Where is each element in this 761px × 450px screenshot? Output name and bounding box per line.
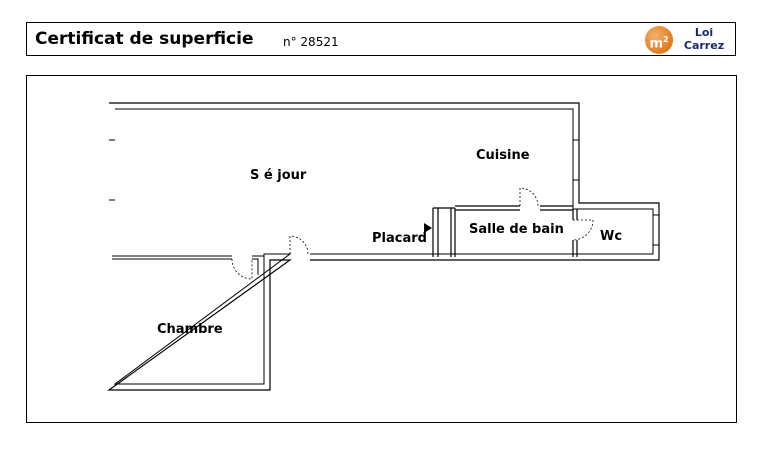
header-bar: Certificat de superficie n° 28521 m2 Loi… — [26, 22, 736, 56]
placard-arrow-icon — [424, 223, 432, 233]
window-mark — [109, 139, 659, 246]
inner-wall-line — [113, 108, 654, 385]
loi-carrez-logo: m2 Loi Carrez — [645, 25, 735, 54]
room-label-cuisine: Cuisine — [476, 148, 530, 163]
door-sejour-entrance — [289, 235, 309, 255]
outer-wall — [107, 102, 660, 391]
wall-sdb-wc — [572, 209, 578, 257]
room-label-wc: Wc — [600, 229, 622, 244]
room-label-chambre: Chambre — [157, 322, 223, 337]
door-salle-de-bain — [519, 187, 539, 207]
m2-badge-icon: m2 — [645, 26, 673, 54]
room-label-sejour: S é jour — [250, 168, 307, 183]
door-wc — [572, 219, 594, 241]
certificate-number: n° 28521 — [283, 35, 339, 49]
wall-sdb-top — [455, 205, 573, 211]
logo-line-1: Loi — [694, 26, 714, 39]
door-chambre — [231, 258, 253, 280]
floor-plan-frame — [26, 75, 737, 423]
wall-placard — [432, 207, 456, 257]
page-title: Certificat de superficie — [35, 29, 254, 49]
room-label-placard: Placard — [372, 231, 427, 246]
logo-line-2: Carrez — [683, 39, 725, 52]
logo-text: Loi Carrez — [679, 26, 729, 52]
wall-sejour-chambre — [112, 255, 264, 275]
room-label-salle-de-bain: Salle de bain — [469, 222, 564, 237]
